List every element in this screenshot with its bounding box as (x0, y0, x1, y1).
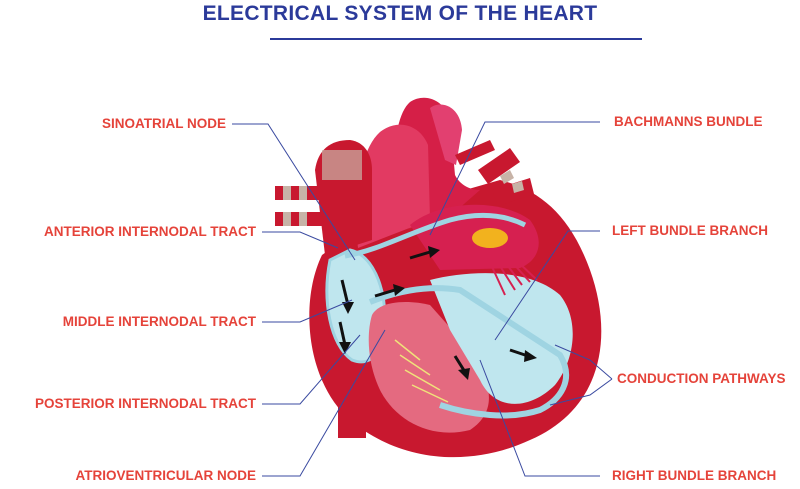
page-title: ELECTRICAL SYSTEM OF THE HEART (202, 2, 598, 25)
conduction-band (368, 285, 569, 419)
aortic-arch-band (430, 104, 462, 165)
trabeculae (394, 339, 449, 403)
label-conduction-pathways: CONDUCTION PATHWAYS (617, 371, 786, 386)
label-right-bundle-branch: RIGHT BUNDLE BRANCH (612, 468, 777, 483)
leader-lines (232, 121, 613, 477)
leader-sinoatrial-node (232, 123, 356, 261)
left-vessel-stubs (275, 150, 362, 226)
right-vessel-stubs (455, 140, 534, 206)
right-ventricle-chamber (368, 302, 489, 433)
inferior-vena-cava (338, 378, 366, 438)
label-left-bundle-branch: LEFT BUNDLE BRANCH (612, 223, 768, 238)
leader-middle-internodal (262, 299, 353, 323)
label-bachmanns-bundle: BACHMANNS BUNDLE (614, 114, 763, 129)
label-atrioventricular-node: ATRIOVENTRICULAR NODE (75, 468, 257, 483)
leader-bachmanns-bundle (429, 121, 600, 236)
left-ventricle-chamber (430, 273, 573, 404)
leader-conduction-pathways-a (554, 344, 613, 380)
leader-right-bundle-branch (479, 359, 600, 477)
fat-deposit (472, 228, 508, 248)
leader-anterior-internodal (262, 231, 339, 249)
label-anterior-internodal-tract: ANTERIOR INTERNODAL TRACT (44, 224, 256, 239)
conduction-arrows (338, 246, 537, 380)
label-middle-internodal-tract: MIDDLE INTERNODAL TRACT (62, 314, 256, 329)
leader-conduction-pathways-b (549, 378, 613, 406)
title-underline (270, 38, 642, 40)
leader-posterior-internodal (262, 334, 361, 405)
upper-conduction-path (344, 213, 527, 259)
heart-illustration (275, 97, 602, 458)
label-posterior-internodal-tract: POSTERIOR INTERNODAL TRACT (34, 396, 256, 411)
leader-atrioventricular-node (262, 329, 386, 477)
pulmonary-artery (356, 124, 430, 248)
label-sinoatrial-node: SINOATRIAL NODE (101, 116, 226, 131)
leader-left-bundle-branch (494, 230, 600, 341)
chordae-tendineae (487, 257, 538, 296)
